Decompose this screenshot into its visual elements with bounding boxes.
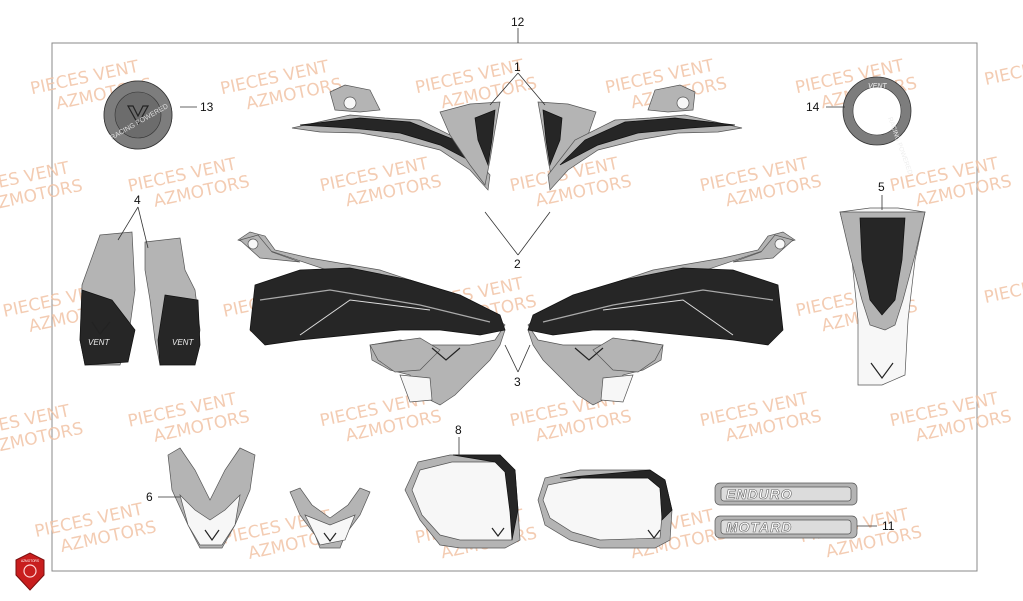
- callout-5: 5: [878, 180, 885, 194]
- vent-logo-icon: [574, 347, 604, 361]
- badge-text: AZMOTORS: [21, 559, 39, 563]
- part-2-left-radiator-shroud[interactable]: [237, 231, 506, 406]
- enduro-sticker-text: ENDURO: [726, 486, 793, 502]
- watermark-line1: PIECES VENT: [982, 265, 1023, 308]
- part-12-right-shroud-top[interactable]: [547, 84, 743, 191]
- callout-12: 12: [511, 15, 525, 29]
- part-5-front-number-plate[interactable]: [839, 207, 926, 386]
- callout-11: 11: [882, 519, 895, 533]
- azmotors-badge-logo: AZMOTORS: [15, 552, 45, 591]
- callout-2: 2: [514, 257, 521, 271]
- vent-logo-icon: [431, 347, 461, 361]
- leader-lines: [117, 28, 883, 527]
- callout-6: 6: [146, 490, 153, 504]
- part-11-motard-sticker[interactable]: MOTARD: [714, 515, 858, 539]
- motard-sticker-text: MOTARD: [726, 519, 792, 535]
- vent-logo-icon: [323, 532, 337, 542]
- diagram-frame: [51, 42, 978, 572]
- part-6b-rear-fender-decal[interactable]: [289, 487, 371, 549]
- callout-8: 8: [455, 423, 462, 437]
- ring-sticker-vent: VENT: [868, 83, 887, 90]
- part-8-left-side-plate[interactable]: [404, 454, 521, 549]
- part-1-right-tank-decal[interactable]: [537, 101, 597, 186]
- callout-14: 14: [806, 100, 820, 114]
- vent-logo-icon: [647, 529, 661, 539]
- fork-decal-vent-text: VENT: [88, 338, 110, 347]
- part-11-enduro-sticker[interactable]: ENDURO: [714, 482, 858, 506]
- part-4-right-fork-guard-decal[interactable]: VENT: [144, 237, 201, 366]
- fork-decal-vent-text: VENT: [172, 338, 194, 347]
- vent-logo-icon: [204, 529, 220, 542]
- vent-logo-icon: [126, 105, 150, 126]
- callout-4: 4: [134, 193, 141, 207]
- vent-logo-icon: [870, 362, 894, 380]
- callout-1: 1: [514, 60, 521, 74]
- part-8-right-side-plate[interactable]: [537, 469, 673, 549]
- part-2-right-radiator-shroud[interactable]: [527, 231, 796, 406]
- part-13-cap-sticker[interactable]: RACING POWERED: [103, 80, 173, 150]
- part-6-front-fender-decal[interactable]: [167, 447, 256, 549]
- callout-13: 13: [200, 100, 214, 114]
- vent-logo-icon: [491, 527, 505, 537]
- part-14-ring-sticker[interactable]: VENT RACING POWERED: [842, 76, 914, 176]
- vent-logo-icon: [91, 321, 111, 336]
- part-4-left-fork-guard-decal[interactable]: VENT: [79, 231, 136, 366]
- part-1-left-tank-decal[interactable]: [439, 101, 501, 186]
- watermark-line1: PIECES VENT: [983, 47, 1023, 90]
- callout-3: 3: [514, 375, 521, 389]
